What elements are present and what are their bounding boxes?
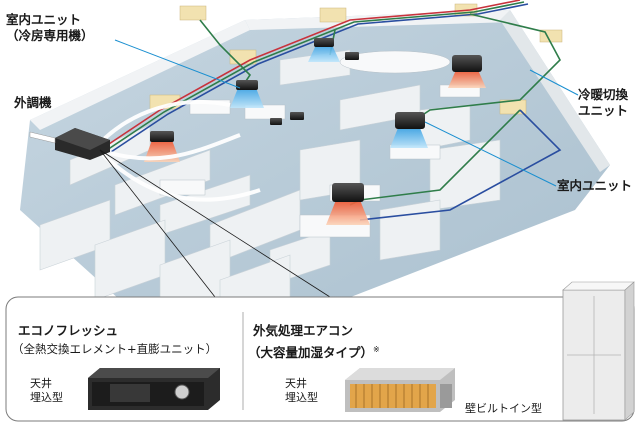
- outside-air-ac-unit-image: [345, 368, 455, 412]
- label-switch-unit-line1: 冷暖切換: [578, 87, 629, 102]
- label-switch-unit-line2: ユニット: [578, 103, 629, 118]
- refrigerant-pipes: [99, 0, 562, 221]
- outside-air-ac-note-mark: ※: [373, 345, 380, 354]
- wall-builtin-type-label: 壁ビルトイン型: [465, 402, 542, 415]
- econo-fresh-mount-type: 天井 埋込型: [30, 377, 63, 405]
- outside-air-ac-mount-type: 天井 埋込型: [285, 377, 318, 405]
- outside-air-ac-mount-line1: 天井: [285, 377, 307, 390]
- outside-air-ac-subtitle-text: （大容量加湿タイプ）: [248, 345, 374, 361]
- label-indoor-unit-cooling-line2: （冷房専用機）: [6, 28, 94, 43]
- callout-lines: [99, 39, 579, 298]
- wall-builtin-unit-image: [562, 281, 635, 421]
- econo-fresh-subtitle: （全熱交換エレメント+直膨ユニット）: [12, 342, 218, 356]
- econo-fresh-unit-image: [88, 368, 220, 410]
- label-indoor-unit-cooling-line1: 室内ユニット: [6, 12, 82, 27]
- outdoor-unit: [29, 128, 110, 160]
- outdoor-unit-ducts: [93, 100, 261, 202]
- label-indoor-unit: 室内ユニット: [557, 178, 633, 193]
- outside-air-ac-title: 外気処理エアコン: [253, 323, 354, 338]
- outside-air-ac-mount-line2: 埋込型: [285, 391, 318, 404]
- label-outdoor-unit: 外調機: [14, 95, 52, 110]
- indoor-units: [144, 38, 486, 225]
- label-switch-unit: 冷暖切換 ユニット: [578, 87, 628, 119]
- econo-fresh-mount-line2: 埋込型: [30, 391, 63, 404]
- outside-air-ac-subtitle: （大容量加湿タイプ）※: [248, 341, 380, 361]
- econo-fresh-title: エコノフレッシュ: [18, 323, 119, 338]
- label-indoor-unit-cooling: 室内ユニット （冷房専用機）: [6, 12, 94, 44]
- econo-fresh-mount-line1: 天井: [30, 377, 52, 390]
